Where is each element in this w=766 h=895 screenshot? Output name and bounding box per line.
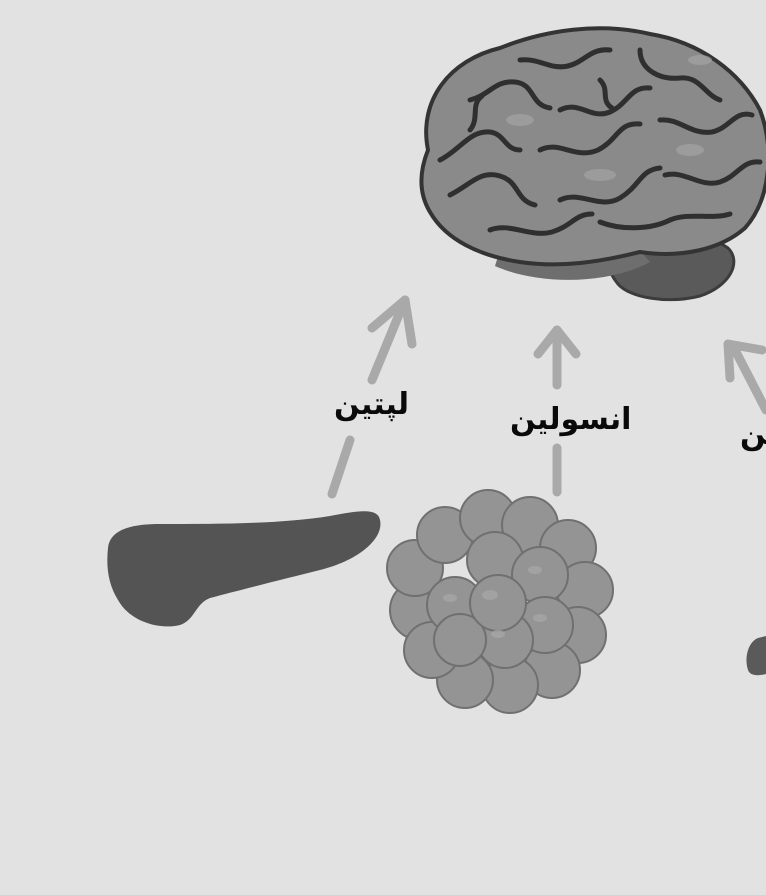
leptin-label: لپتین (334, 390, 409, 420)
partial-hormone-label: ین (740, 420, 766, 450)
insulin-label: انسولین (510, 405, 631, 435)
cerebrum (422, 28, 766, 264)
